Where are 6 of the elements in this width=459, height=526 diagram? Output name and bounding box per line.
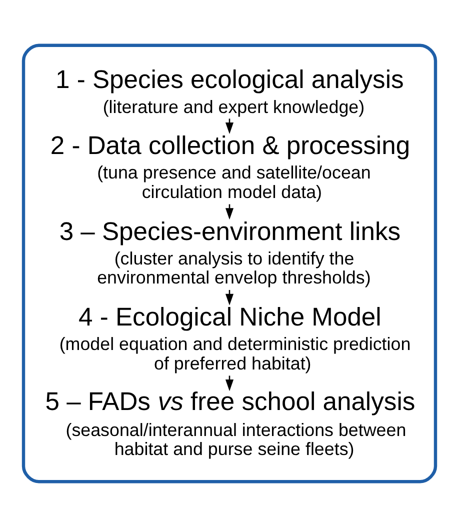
node-text: 1 - Species ecological analysis (literature and expert knowledge) <box>55 66 404 116</box>
node-text: 5 – FADs vs free school analysis (seasonal/interannual interactions between habitat and purse seine fleets) <box>45 387 416 459</box>
node-text: 3 – Species-environment links (cluster analysis to identify the environmental envelop thresholds) <box>59 217 401 288</box>
cluster <box>22 43 438 483</box>
node-text: 2 - Data collection & processing (tuna presence and satellite/ocean circulation model data) <box>50 132 410 202</box>
node-text: 4 - Ecological Niche Model (model equation and deterministic prediction of preferred habitat) <box>59 303 411 373</box>
